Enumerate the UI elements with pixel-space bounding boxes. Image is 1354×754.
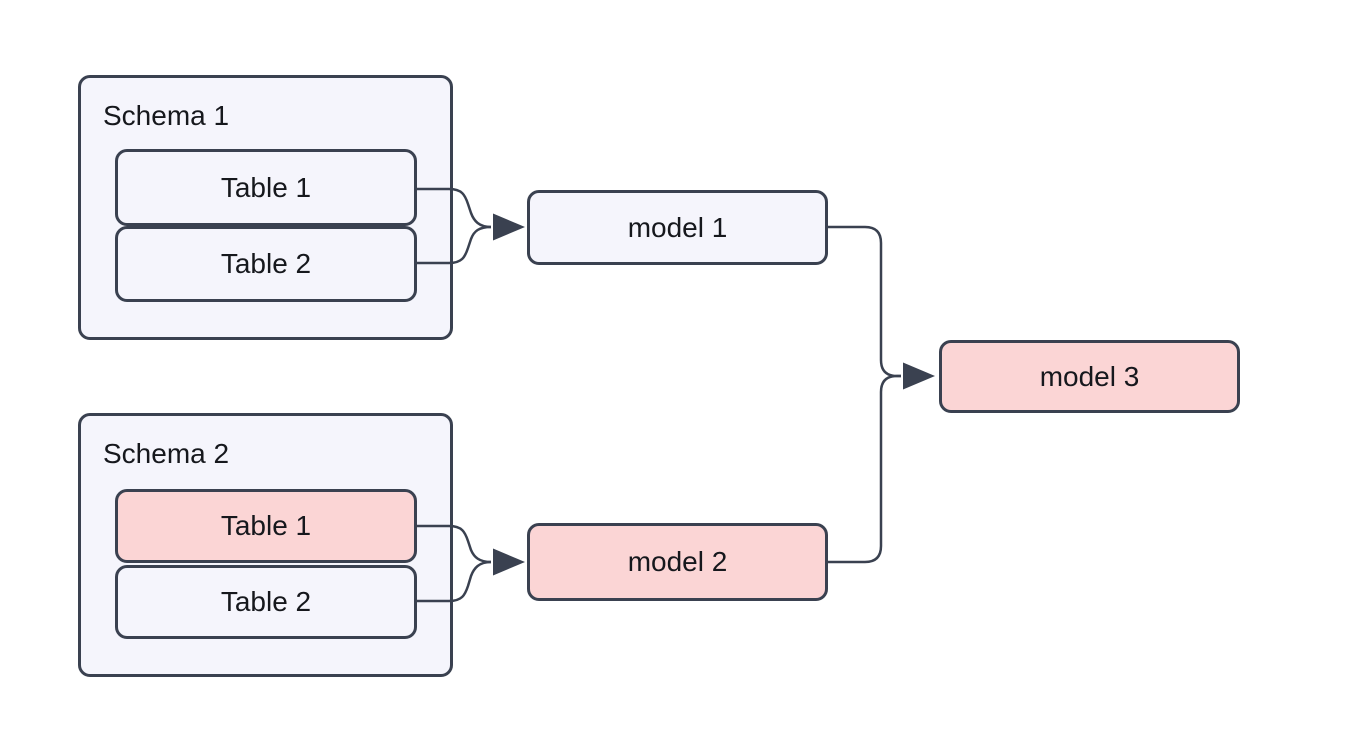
edge-model1-to-model3 [828, 225, 901, 378]
node-label: model 1 [627, 211, 728, 243]
node-label: Table 1 [220, 510, 312, 541]
node-schema2-table2: Table 2 [115, 565, 417, 639]
node-label: Table 1 [220, 171, 312, 203]
group-schema-1-label: Schema 1 [103, 100, 230, 131]
node-schema2-table1: Table 1 [115, 489, 417, 563]
arrow-head-icon [493, 213, 525, 241]
node-label: Table 2 [220, 586, 312, 617]
edge-model2-to-model3 [828, 374, 901, 564]
node-model-3: model 3 [939, 340, 1240, 413]
arrow-head-icon [903, 362, 935, 390]
node-label: model 2 [627, 546, 728, 577]
node-label: model 3 [1039, 360, 1140, 392]
node-label: Table 2 [220, 248, 312, 279]
node-model-1: model 1 [527, 190, 828, 265]
node-model-2: model 2 [527, 523, 828, 601]
node-schema1-table1: Table 1 [115, 149, 417, 226]
group-schema-2-label: Schema 2 [103, 438, 230, 469]
node-schema1-table2: Table 2 [115, 226, 417, 302]
arrow-head-icon [493, 548, 525, 576]
